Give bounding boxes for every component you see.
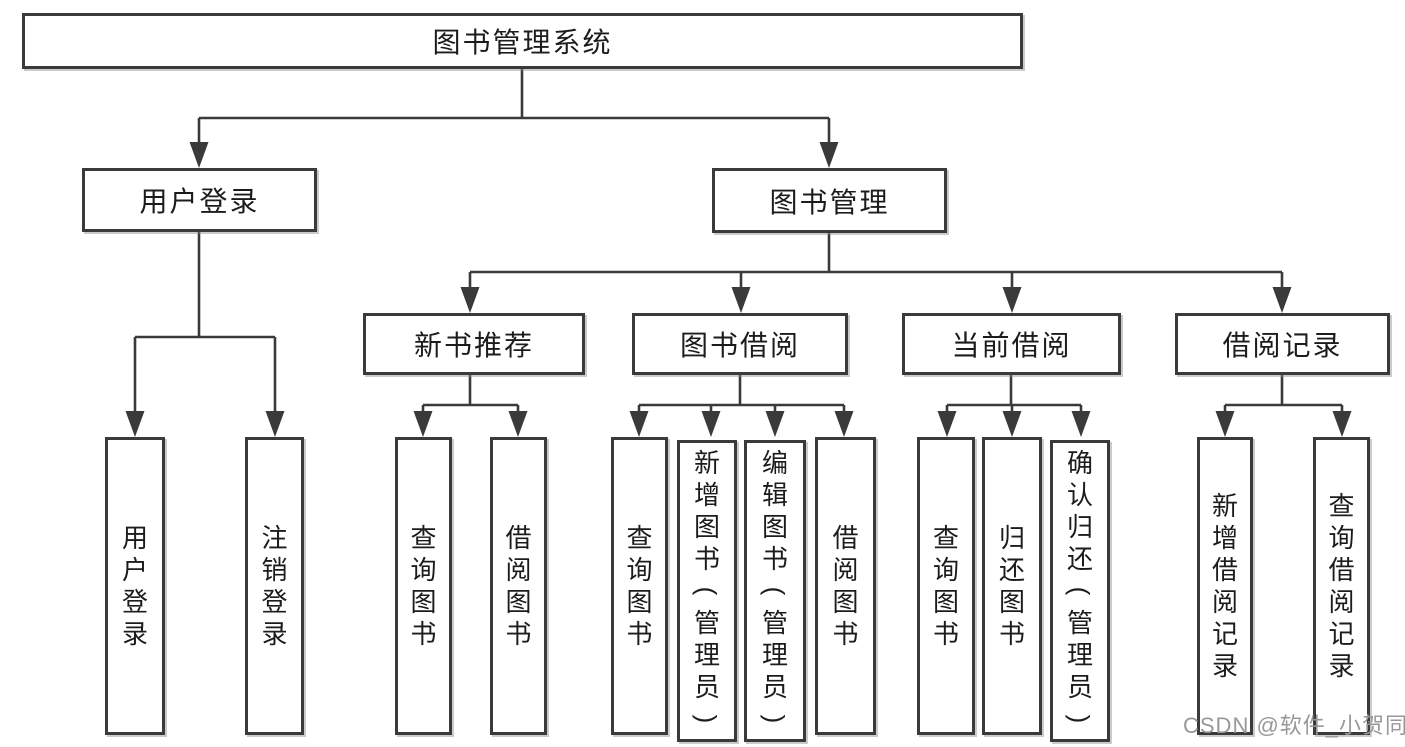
leaf-label: 新增图书(管理员): [692, 448, 722, 724]
node-book-management: 图书管理: [712, 168, 947, 233]
leaf-label: 用户登录: [121, 523, 148, 649]
leaf-label: 查询图书: [626, 523, 653, 649]
leaf-recommend-query-book: 查询图书: [395, 437, 452, 735]
leaf-label: 注销登录: [261, 523, 288, 649]
leaf-borrow-borrow-book: 借阅图书: [815, 437, 876, 735]
leaf-record-add-borrow-record: 新增借阅记录: [1197, 437, 1253, 735]
node-label: 当前借阅: [951, 330, 1072, 361]
node-label: 图书借阅: [679, 330, 800, 361]
node-borrow-record: 借阅记录: [1175, 313, 1390, 375]
leaf-label: 查询图书: [410, 523, 437, 649]
leaf-borrow-add-book-admin: 新增图书(管理员): [677, 440, 737, 742]
leaf-logout: 注销登录: [245, 437, 304, 735]
leaf-label: 确认归还(管理员): [1065, 448, 1095, 724]
node-book-borrow: 图书借阅: [632, 313, 848, 375]
leaf-label: 查询借阅记录: [1328, 491, 1355, 681]
leaf-user-login: 用户登录: [105, 437, 165, 735]
leaf-current-return-book: 归还图书: [982, 437, 1042, 735]
node-label: 借阅记录: [1222, 330, 1343, 361]
leaf-borrow-query-book: 查询图书: [611, 437, 668, 735]
node-current-borrow: 当前借阅: [902, 313, 1121, 375]
leaf-label: 新增借阅记录: [1211, 491, 1238, 681]
leaf-current-query-book: 查询图书: [917, 437, 975, 735]
node-library-management-system: 图书管理系统: [22, 13, 1023, 69]
leaf-borrow-edit-book-admin: 编辑图书(管理员): [744, 440, 806, 742]
leaf-record-query-borrow-record: 查询借阅记录: [1313, 437, 1370, 735]
node-label: 图书管理系统: [432, 27, 613, 58]
leaf-label: 归还图书: [998, 523, 1025, 649]
leaf-label: 编辑图书(管理员): [760, 448, 790, 724]
node-label: 用户登录: [139, 186, 260, 217]
leaf-recommend-borrow-book: 借阅图书: [490, 437, 547, 735]
node-label: 新书推荐: [413, 330, 534, 361]
node-label: 图书管理: [769, 186, 890, 218]
leaf-label: 借阅图书: [832, 523, 859, 649]
node-user-login: 用户登录: [82, 168, 317, 232]
node-new-book-recommend: 新书推荐: [363, 313, 585, 375]
leaf-label: 查询图书: [932, 523, 959, 649]
csdn-watermark: CSDN @软件_小贺同学: [1183, 713, 1405, 738]
leaf-current-confirm-return-admin: 确认归还(管理员): [1050, 440, 1110, 742]
leaf-label: 借阅图书: [505, 523, 532, 649]
